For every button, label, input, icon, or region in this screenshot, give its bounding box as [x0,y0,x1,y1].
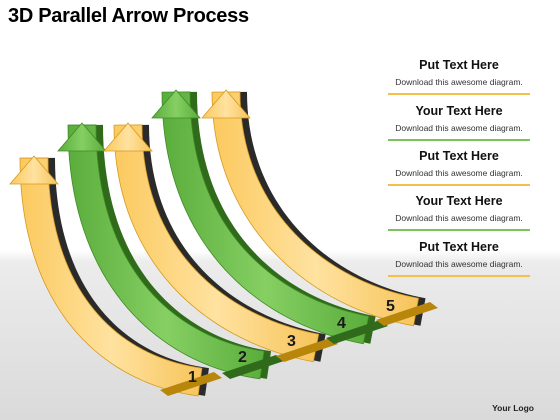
arrow-head [57,122,107,152]
item-description: Download this awesome diagram. [395,77,523,87]
item-description: Download this awesome diagram. [395,123,523,133]
item-title: Put Text Here [419,58,499,72]
step-number-4: 4 [337,315,346,332]
item-description: Download this awesome diagram. [395,213,523,223]
item-title: Your Text Here [415,104,503,118]
item-divider [388,93,530,95]
arrow-head [201,89,251,119]
arrow-head [103,122,153,152]
text-item-4: Your Text Here Download this awesome dia… [388,194,530,231]
item-divider [388,275,530,277]
item-description: Download this awesome diagram. [395,259,523,269]
step-number-2: 2 [238,349,247,366]
item-description: Download this awesome diagram. [395,168,523,178]
arrow-base-edge [376,302,438,326]
item-title: Put Text Here [419,149,499,163]
arrow-base-edge [160,372,222,396]
arrow-base-edge [222,355,284,379]
text-item-5: Put Text Here Download this awesome diag… [388,240,530,277]
item-divider [388,229,530,231]
item-title: Put Text Here [419,240,499,254]
arrow-head [151,89,201,119]
text-item-1: Put Text Here Download this awesome diag… [388,58,530,95]
item-title: Your Text Here [415,194,503,208]
arrow-head [9,155,59,185]
item-divider [388,139,530,141]
arrow-base-edge [326,320,388,344]
page-title: 3D Parallel Arrow Process [8,5,249,27]
logo-text: Your Logo [492,403,534,413]
step-number-3: 3 [287,333,296,350]
step-number-1: 1 [188,369,197,386]
step-number-5: 5 [386,298,395,315]
text-item-2: Your Text Here Download this awesome dia… [388,104,530,141]
arrow-base-edge [276,338,338,362]
item-divider [388,184,530,186]
text-item-3: Put Text Here Download this awesome diag… [388,149,530,186]
